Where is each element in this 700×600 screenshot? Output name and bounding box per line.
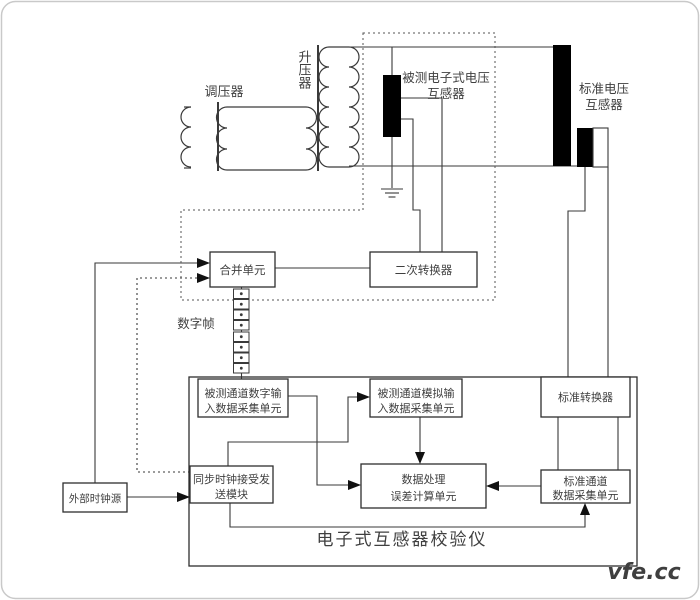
standard-vt-wire-a [567,167,586,377]
sync-to-analog-wire [227,396,357,466]
standard-vt-label-1: 标准电压 [579,81,629,96]
regulator-left-winding [180,106,192,168]
calibrator-outer-box [188,376,638,567]
block-layer [62,251,638,567]
sync-to-stdch-wire [229,503,586,528]
diagram-title: 电子式互感器校验仪 [317,530,488,550]
sync-to-mu-dotted-wire [136,277,197,473]
tested-vt-tap2-wire [401,118,421,252]
frame-cell-dots [239,292,243,370]
sync-clock-box [189,465,274,504]
arrow-into-stdch-bottom [580,503,590,515]
label-layer: 调压器 升压器 被测电子式电压 互感器 标准电压 互感器 合并单元 二次转换器 … [69,50,681,585]
sync-clock-label-2: 送模块 [215,487,248,501]
standard-channel-acq-box [540,469,631,504]
data-processing-box [360,463,487,509]
standard-vt-secondary-winding-box [592,127,609,168]
arrow-into-analog-acq [357,392,370,402]
watermark: vfe.cc [607,560,680,585]
merging-unit-label: 合并单元 [220,263,266,277]
tested-digital-label-2: 入数据采集单元 [205,401,282,415]
tested-vt-tap1-wire [401,97,443,252]
digital-frame-label: 数字帧 [177,316,215,331]
arrow-into-dp-top [415,452,425,464]
booster-label: 升压器 [296,50,312,90]
sync-clock-label-1: 同步时钟接受发 [193,472,270,486]
merging-unit-box [209,251,276,288]
external-clock-label: 外部时钟源 [69,492,122,505]
standard-vt-primary-body [553,45,571,166]
arrow-into-mu-solid [197,258,210,268]
arrowheads [177,258,590,515]
arrow-into-sync [177,492,190,502]
clock-to-mu-wire [94,262,198,483]
regulator-label: 调压器 [204,85,243,100]
tested-analog-label-1: 被测通道模拟输 [378,386,455,400]
tested-vt-dotted-boundary [180,32,496,301]
data-processing-label-2: 误差计算单元 [391,489,457,503]
data-processing-label-1: 数据处理 [402,472,446,486]
booster-winding [318,46,360,168]
digital-frame-chain [233,288,250,374]
standard-vt-label-2: 互感器 [585,97,623,112]
regulator-symbol [180,102,318,171]
booster-symbol [317,45,360,171]
digital-to-dp-wire [288,395,348,486]
arrow-into-dp-right [486,481,499,491]
regulator-right-winding [215,106,318,171]
tested-vt-label-1: 被测电子式电压 [402,70,490,85]
tested-digital-label-1: 被测通道数字输 [205,386,282,400]
arrow-into-mu-dotted [197,273,210,283]
tested-analog-label-2: 入数据采集单元 [378,401,455,415]
tested-analog-acq-box [369,378,463,418]
standard-channel-label-1: 标准通道 [564,474,608,488]
tested-digital-acq-box [197,378,289,418]
standard-vt-secondary-body [577,128,593,167]
standard-channel-label-2: 数据采集单元 [553,488,619,502]
standard-converter-box [540,376,631,418]
ground-symbol-icon [381,188,403,198]
arrow-into-dp-left [348,480,361,490]
standard-converter-label: 标准转换器 [558,390,613,404]
secondary-converter-label: 二次转换器 [395,263,453,277]
tested-vt-label-2: 互感器 [427,86,465,101]
external-clock-box [62,482,128,513]
secondary-converter-box [369,251,478,288]
tested-vt-body [383,75,401,137]
